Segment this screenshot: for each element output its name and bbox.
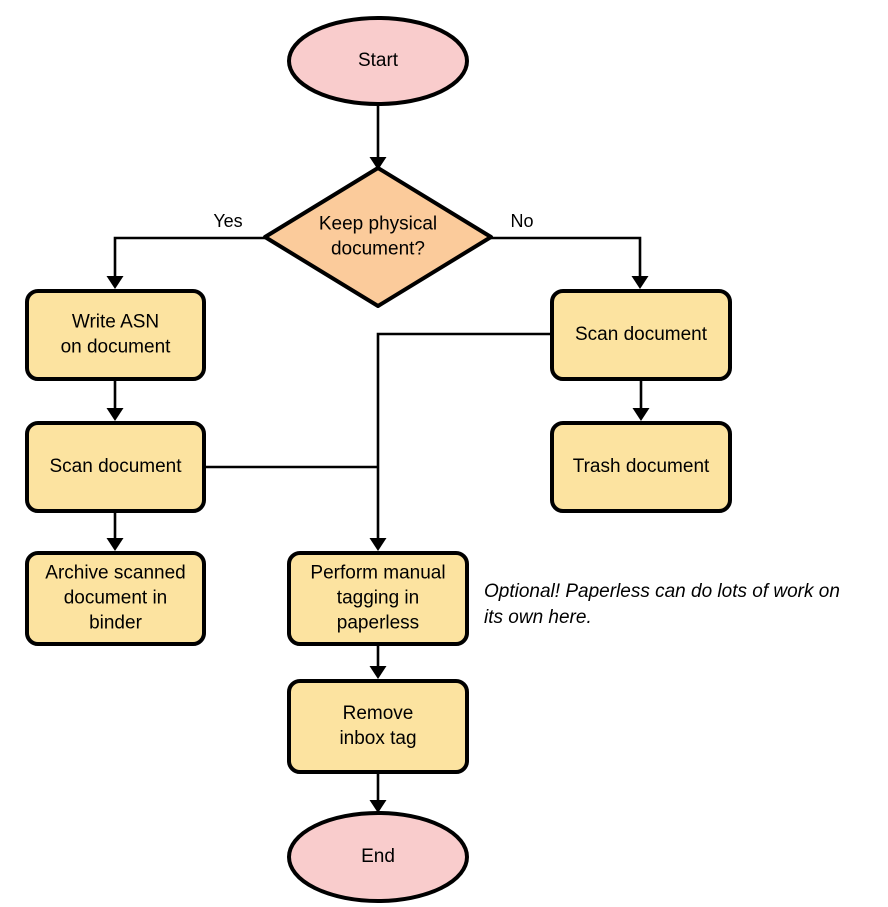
edge-label-e-decision-write-asn: Yes — [213, 211, 242, 231]
node-scan-left: Scan document — [25, 421, 206, 513]
node-label-line: paperless — [337, 613, 419, 634]
edge-arrowhead — [632, 408, 650, 421]
edge-arrowhead — [369, 666, 387, 679]
annotations-layer: Optional! Paperless can do lots of work … — [484, 581, 840, 628]
edge-e-decision-write-asn: Yes — [106, 211, 265, 289]
edge-arrowhead — [369, 157, 387, 170]
node-label: Archive scanned document in binder — [45, 563, 185, 634]
node-archive-binder: Archive scanned document in binder — [25, 551, 206, 646]
process-shape — [287, 551, 469, 646]
process-shape — [25, 421, 206, 513]
node-label: Perform manual tagging in paperless — [310, 563, 445, 634]
edge-line — [490, 236, 642, 281]
node-label-line: Remove — [343, 703, 414, 724]
decision-shape — [263, 166, 493, 308]
node-start: Start — [287, 16, 469, 106]
node-label: Start — [358, 50, 399, 71]
edge-arrowhead — [106, 276, 124, 289]
edge-e-scan-right-tagging — [369, 332, 552, 551]
node-label-line: document in — [64, 588, 168, 609]
process-shape — [25, 289, 206, 381]
annotation-line: Optional! Paperless can do lots of work … — [484, 581, 840, 602]
node-label: Trash document — [573, 456, 710, 477]
process-shape — [25, 551, 206, 646]
edge-arrowhead — [369, 800, 387, 813]
edge-e-write-asn-scan-left — [106, 379, 124, 421]
node-remove-inbox: Remove inbox tag — [287, 679, 469, 774]
node-label-line: binder — [89, 613, 142, 634]
node-label-line: on document — [61, 337, 172, 358]
node-label-line: tagging in — [337, 588, 419, 609]
process-shape — [550, 421, 732, 513]
node-label: End — [361, 846, 395, 867]
node-label-line: Keep physical — [319, 214, 437, 235]
edge-arrowhead — [106, 408, 124, 421]
edge-e-remove-inbox-end — [369, 772, 387, 813]
edge-e-start-decision — [369, 104, 387, 170]
edge-e-scan-right-trash — [632, 379, 650, 421]
edge-e-decision-scan-right: No — [490, 211, 649, 289]
edge-label-e-decision-scan-right: No — [510, 211, 533, 231]
node-label-line: Scan document — [49, 456, 182, 477]
node-label: Write ASN on document — [61, 312, 172, 358]
node-label-line: inbox tag — [339, 728, 416, 749]
node-label-line: Trash document — [573, 456, 710, 477]
edge-arrowhead — [631, 276, 649, 289]
node-label-line: Perform manual — [310, 563, 445, 584]
node-label: Scan document — [575, 324, 708, 345]
edge-e-tagging-remove-inbox — [369, 644, 387, 679]
annotation-optional-note: Optional! Paperless can do lots of work … — [484, 581, 840, 628]
edges-layer: Yes No — [106, 104, 650, 813]
node-write-asn: Write ASN on document — [25, 289, 206, 381]
edge-arrowhead — [106, 538, 124, 551]
edge-line — [376, 332, 552, 543]
node-label-line: document? — [331, 239, 425, 260]
edge-e-scan-left-archive — [106, 511, 124, 551]
annotation-line: its own here. — [484, 607, 592, 628]
node-label: Scan document — [49, 456, 182, 477]
node-keep-physical: Keep physical document? — [263, 166, 493, 308]
node-label-line: Start — [358, 50, 399, 71]
node-label-line: Archive scanned — [45, 563, 185, 584]
node-label: Remove inbox tag — [339, 703, 416, 749]
node-end: End — [287, 811, 469, 903]
terminator-shape — [287, 811, 469, 903]
node-scan-right: Scan document — [550, 289, 732, 381]
process-shape — [550, 289, 732, 381]
node-label: Keep physical document? — [319, 214, 437, 260]
node-label-line: Scan document — [575, 324, 708, 345]
node-trash: Trash document — [550, 421, 732, 513]
terminator-shape — [287, 16, 469, 106]
node-label-line: Write ASN — [72, 312, 159, 333]
edge-arrowhead — [369, 538, 387, 551]
node-label-line: End — [361, 846, 395, 867]
process-shape — [287, 679, 469, 774]
edge-line — [113, 236, 265, 281]
node-manual-tagging: Perform manual tagging in paperless — [287, 551, 469, 646]
